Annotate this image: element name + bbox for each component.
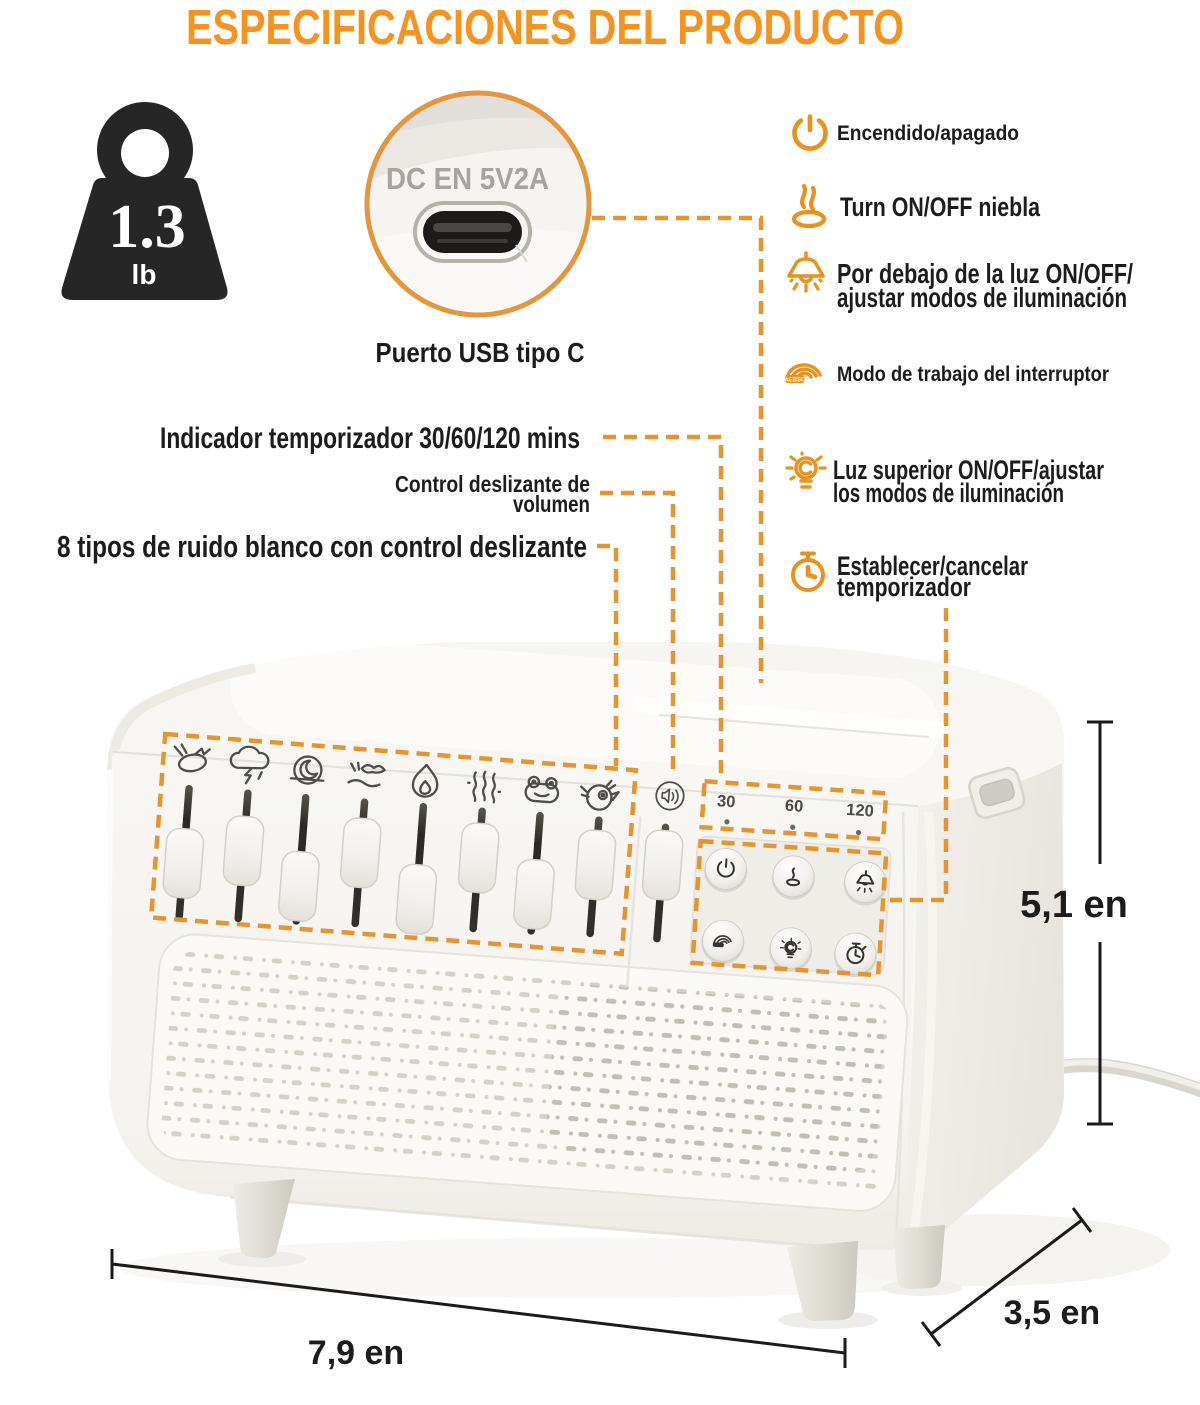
svg-text:3,5 en: 3,5 en [1004,1294,1100,1332]
svg-text:ajustar modos de iluminación: ajustar modos de iluminación [837,282,1127,313]
svg-text:60: 60 [784,797,804,816]
svg-text:Control deslizante de: Control deslizante de [395,471,590,497]
svg-text:Por debajo de la luz ON/OFF/: Por debajo de la luz ON/OFF/ [837,258,1133,289]
svg-text:AEBSO: AEBSO [784,378,806,384]
svg-text:Establecer/cancelar: Establecer/cancelar [837,551,1028,581]
svg-text:5,1 en: 5,1 en [1020,884,1128,926]
svg-text:volumen: volumen [513,491,590,517]
svg-text:Luz superior ON/OFF/ajustar: Luz superior ON/OFF/ajustar [833,455,1104,485]
svg-text:Encendido/apagado: Encendido/apagado [837,121,1019,145]
svg-text:120: 120 [846,801,875,821]
svg-text:1.3: 1.3 [108,193,186,261]
svg-text:temporizador: temporizador [837,572,971,602]
svg-text:lb: lb [132,259,157,290]
svg-text:Modo de trabajo del interrupto: Modo de trabajo del interruptor [837,363,1109,386]
svg-text:7,9 en: 7,9 en [308,1334,404,1372]
svg-text:los modos de iluminación: los modos de iluminación [833,478,1064,508]
svg-text:Indicador temporizador 30/60/1: Indicador temporizador 30/60/120 mins [160,422,580,455]
svg-text:ESPECIFICACIONES DEL PRODUCTO: ESPECIFICACIONES DEL PRODUCTO [186,1,904,55]
svg-text:Turn ON/OFF niebla: Turn ON/OFF niebla [840,192,1041,222]
svg-text:DC EN 5V2A: DC EN 5V2A [386,161,549,196]
svg-text:30: 30 [717,792,737,811]
svg-text:Puerto USB tipo C: Puerto USB tipo C [376,337,585,368]
svg-text:8 tipos de ruido blanco con co: 8 tipos de ruido blanco con control desl… [57,529,587,564]
